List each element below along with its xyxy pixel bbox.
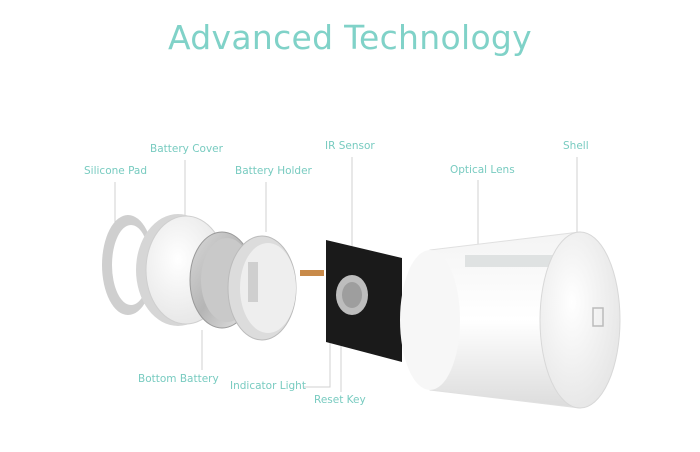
label-ir-sensor: IR Sensor [325,140,375,152]
label-indicator-light: Indicator Light [230,380,306,392]
label-optical-lens: Optical Lens [450,164,515,176]
pcb-board [326,240,402,362]
label-bottom-battery: Bottom Battery [138,373,219,385]
shell [400,231,621,409]
label-battery-cover: Battery Cover [150,143,223,155]
page-title: Advanced Technology [167,18,533,57]
label-shell: Shell [563,140,589,152]
battery-holder [227,235,324,341]
label-reset-key: Reset Key [314,394,366,406]
label-battery-holder: Battery Holder [235,165,312,177]
label-silicone-pad: Silicone Pad [84,165,148,177]
